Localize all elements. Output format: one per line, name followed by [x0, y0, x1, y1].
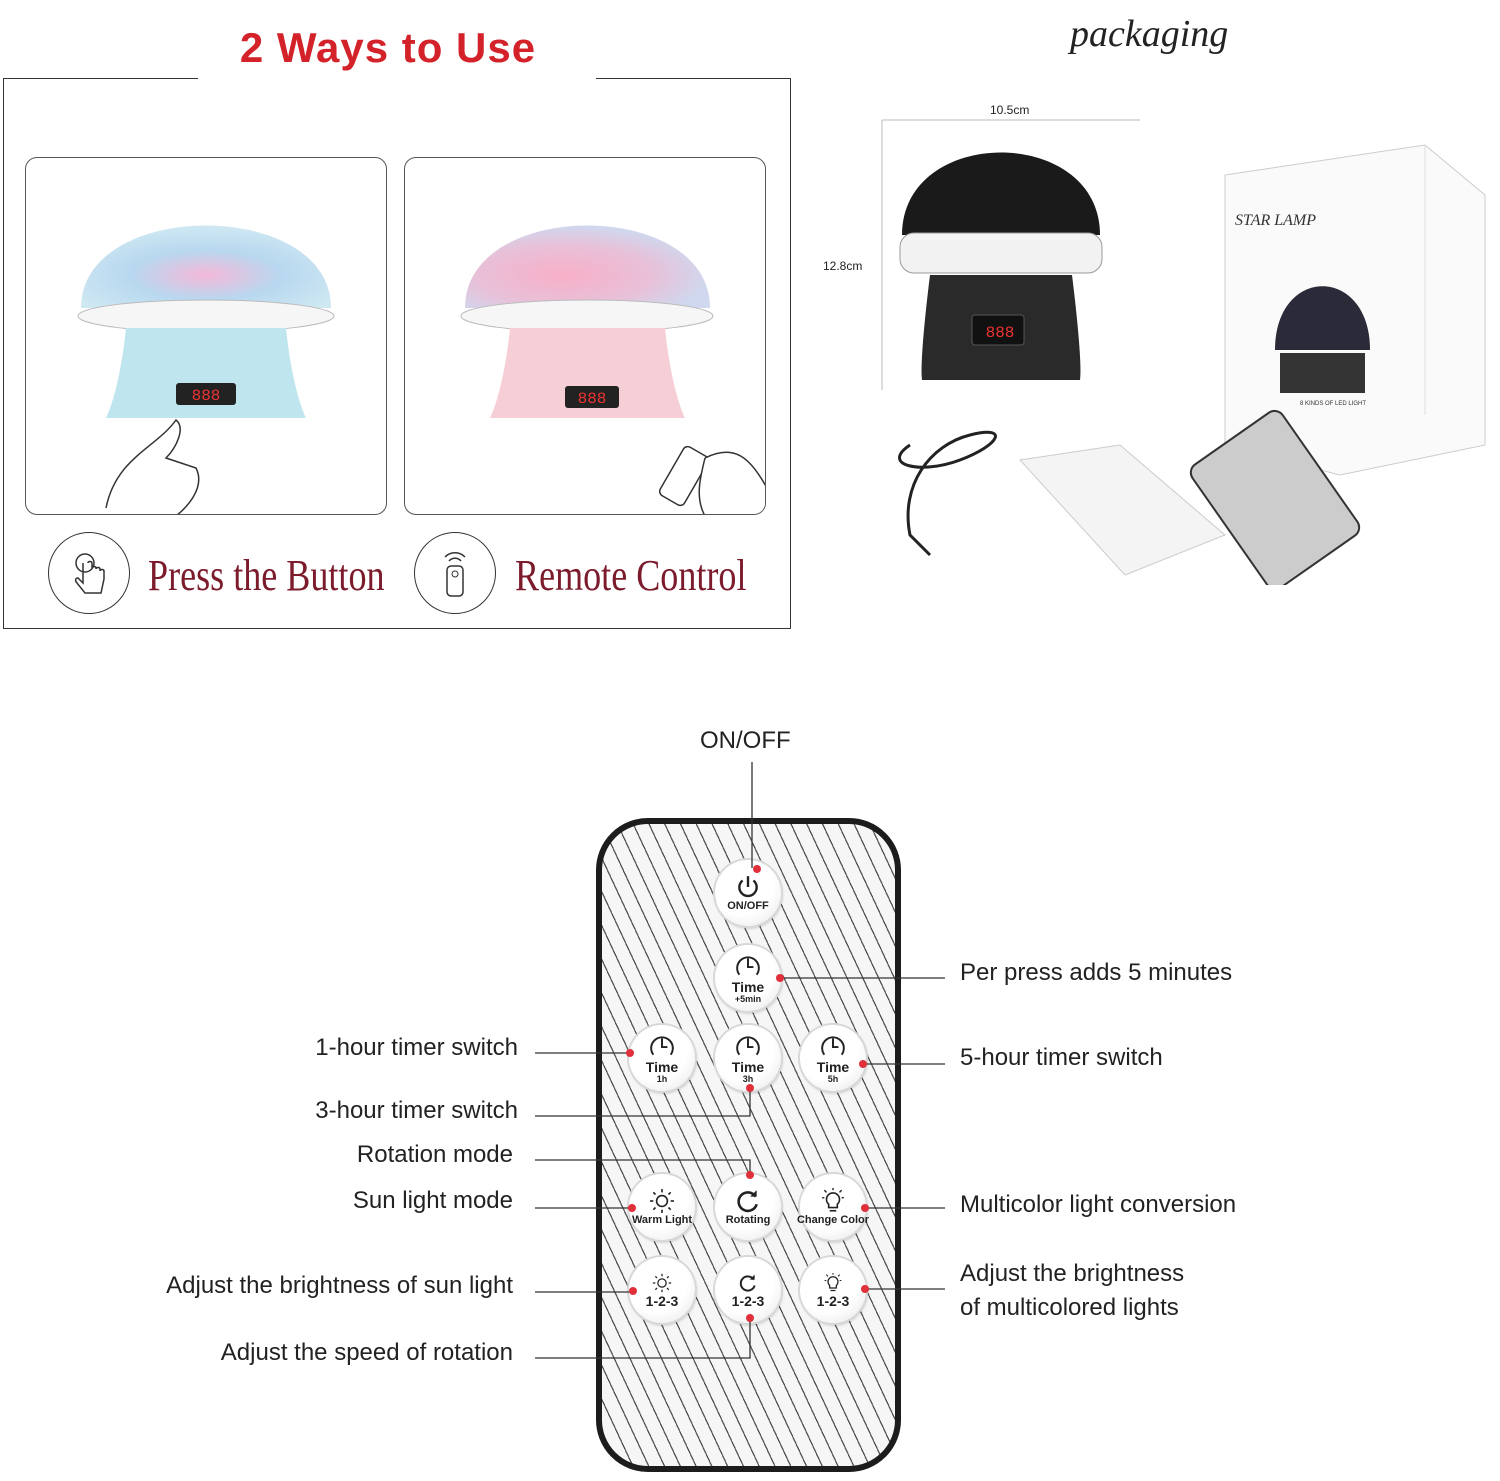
svg-text:888: 888 — [192, 387, 221, 405]
svg-text:8 KINDS OF LED LIGHT: 8 KINDS OF LED LIGHT — [1300, 401, 1366, 407]
rotation-speed-button[interactable]: 1-2-3 — [715, 1257, 781, 1323]
remote-control-label: Remote Control — [515, 551, 747, 600]
remote-control-panel: 888 — [404, 157, 766, 515]
svg-text:888: 888 — [986, 324, 1015, 342]
label-sun-light-mode: Sun light mode — [352, 1187, 513, 1214]
title-gap — [198, 70, 596, 86]
button-sublabel: +5min — [734, 993, 762, 1004]
remote-icon — [414, 532, 496, 614]
sun-icon — [649, 1188, 675, 1214]
button-label: Time — [816, 1058, 850, 1075]
pink-lamp-illustration: 888 — [460, 225, 765, 514]
sun-brightness-button[interactable]: 1-2-3 — [629, 1257, 695, 1323]
svg-text:STAR LAMP: STAR LAMP — [1235, 212, 1316, 229]
rotate-icon — [738, 1273, 758, 1293]
height-dimension: 12.8cm — [823, 259, 863, 273]
button-sublabel: 3h — [742, 1073, 754, 1084]
label-rotation-speed: Adjust the speed of rotation — [220, 1339, 513, 1366]
on-off-button[interactable]: ON/OFF — [715, 860, 781, 926]
clock-icon — [735, 1033, 761, 1059]
width-dimension: 10.5cm — [990, 103, 1030, 117]
clock-icon — [649, 1033, 675, 1059]
press-button-label: Press the Button — [148, 551, 385, 600]
button-label: ON/OFF — [727, 900, 769, 912]
timer-5min-button[interactable]: Time+5min — [715, 945, 781, 1011]
packaging-title: packaging — [1070, 13, 1229, 55]
button-label: Change Color — [796, 1214, 870, 1226]
bulb-icon — [820, 1188, 846, 1214]
button-label: 1-2-3 — [731, 1292, 765, 1309]
button-label: Time — [645, 1058, 679, 1075]
button-label: Time — [731, 1058, 765, 1075]
blue-lamp-illustration: 888 — [77, 225, 335, 514]
svg-text:888: 888 — [578, 390, 607, 408]
sun-icon — [652, 1273, 672, 1293]
label-1h-timer: 1-hour timer switch — [315, 1034, 518, 1061]
label-on-off: ON/OFF — [700, 727, 791, 754]
remote-control — [596, 818, 901, 1472]
button-label: 1-2-3 — [816, 1292, 850, 1309]
rotating-button[interactable]: Rotating — [715, 1174, 781, 1240]
button-label: Rotating — [725, 1214, 771, 1226]
warm-light-button[interactable]: Warm Light — [629, 1174, 695, 1240]
change-color-button[interactable]: Change Color — [796, 1174, 870, 1240]
label-5h-timer: 5-hour timer switch — [960, 1044, 1163, 1071]
button-label: Time — [731, 978, 765, 995]
button-sublabel: 5h — [827, 1073, 839, 1084]
ways-to-use-title: 2 Ways to Use — [239, 24, 537, 71]
button-sublabel: 1h — [656, 1073, 668, 1084]
clock-icon — [820, 1033, 846, 1059]
bulb-icon — [823, 1273, 843, 1293]
button-label: 1-2-3 — [645, 1292, 679, 1309]
packaging-illustration: 888 STAR LAMP 8 KINDS OF LED LIGHT — [881, 119, 1486, 585]
label-plus-5min: Per press adds 5 minutes — [960, 959, 1233, 986]
power-icon — [735, 874, 761, 900]
color-brightness-button[interactable]: 1-2-3 — [800, 1257, 866, 1323]
label-multi-brightness-1: Adjust the brightness — [960, 1260, 1185, 1287]
press-button-panel: 888 — [25, 157, 387, 515]
rotate-icon — [735, 1188, 761, 1214]
label-multicolor: Multicolor light conversion — [960, 1191, 1237, 1218]
button-label: Warm Light — [631, 1214, 693, 1226]
press-button-icon — [48, 532, 130, 614]
label-rotation-mode: Rotation mode — [356, 1141, 513, 1168]
label-3h-timer: 3-hour timer switch — [315, 1097, 518, 1124]
label-multi-brightness-2: of multicolored lights — [960, 1294, 1179, 1321]
clock-icon — [735, 953, 761, 979]
label-sun-brightness: Adjust the brightness of sun light — [166, 1272, 513, 1299]
